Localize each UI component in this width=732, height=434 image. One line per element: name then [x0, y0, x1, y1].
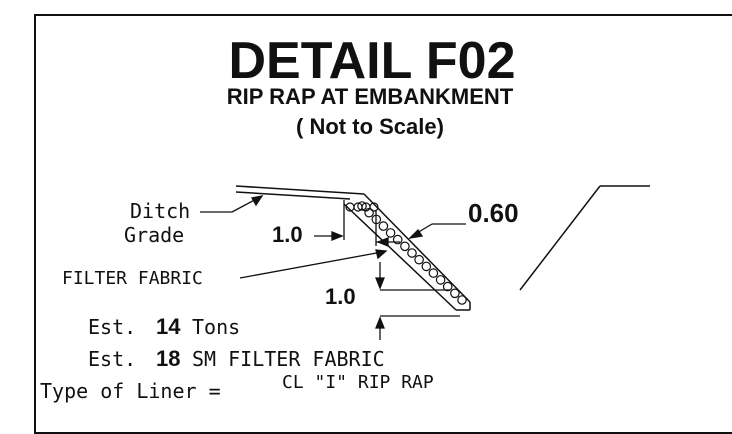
- ditch-grade-label-1: Ditch: [130, 199, 190, 223]
- dim-thickness-label: 0.60: [468, 198, 519, 228]
- liner-label: Type of Liner =: [40, 379, 221, 403]
- detail-title: DETAIL F02: [228, 32, 515, 90]
- rip-rap-stone: [421, 261, 432, 272]
- est-fabric-prefix: Est.: [88, 347, 136, 371]
- rip-rap-stone: [357, 201, 367, 211]
- scale-note: ( Not to Scale): [296, 114, 444, 139]
- rip-rap-stone: [414, 254, 424, 265]
- top-stones: [345, 202, 379, 212]
- rip-rap-stone: [457, 295, 467, 305]
- dim-depth-leader: [375, 262, 460, 340]
- rip-rap-stone: [450, 288, 460, 299]
- rip-rap-stones: [357, 201, 467, 305]
- ditch-grade-leader: [200, 195, 264, 213]
- est-tons-prefix: Est.: [88, 315, 136, 339]
- detail-subtitle: RIP RAP AT EMBANKMENT: [227, 84, 514, 109]
- rip-rap-stone: [428, 268, 439, 278]
- detail-sheet: DETAIL F02 RIP RAP AT EMBANKMENT ( Not t…: [34, 14, 732, 434]
- filter-fabric-leader: [239, 249, 388, 279]
- rip-rap-stone: [392, 234, 403, 245]
- est-fabric-unit: SM FILTER FABRIC: [192, 347, 385, 371]
- rip-rap-stone: [385, 228, 396, 238]
- filter-fabric-label: FILTER FABRIC: [62, 268, 203, 289]
- dim-thickness-leader: [408, 223, 466, 239]
- rip-rap-stone: [364, 207, 374, 218]
- rip-rap-stone: [435, 275, 446, 285]
- embankment-profile: [235, 185, 650, 311]
- dim-depth-label: 1.0: [325, 284, 356, 309]
- est-tons-unit: Tons: [192, 315, 240, 339]
- ditch-grade-label-2: Grade: [124, 223, 184, 247]
- rip-rap-stone: [407, 248, 417, 258]
- detail-drawing: DETAIL F02 RIP RAP AT EMBANKMENT ( Not t…: [40, 32, 650, 403]
- rip-rap-stone: [378, 221, 389, 231]
- dim-left-label: 1.0: [272, 222, 303, 247]
- rip-rap-stone: [442, 281, 453, 292]
- rip-rap-stone: [400, 241, 410, 252]
- est-fabric-value: 18: [156, 346, 180, 371]
- liner-value: CL "I" RIP RAP: [282, 372, 434, 393]
- est-tons-value: 14: [156, 314, 181, 339]
- dim-left-leader: [314, 200, 400, 247]
